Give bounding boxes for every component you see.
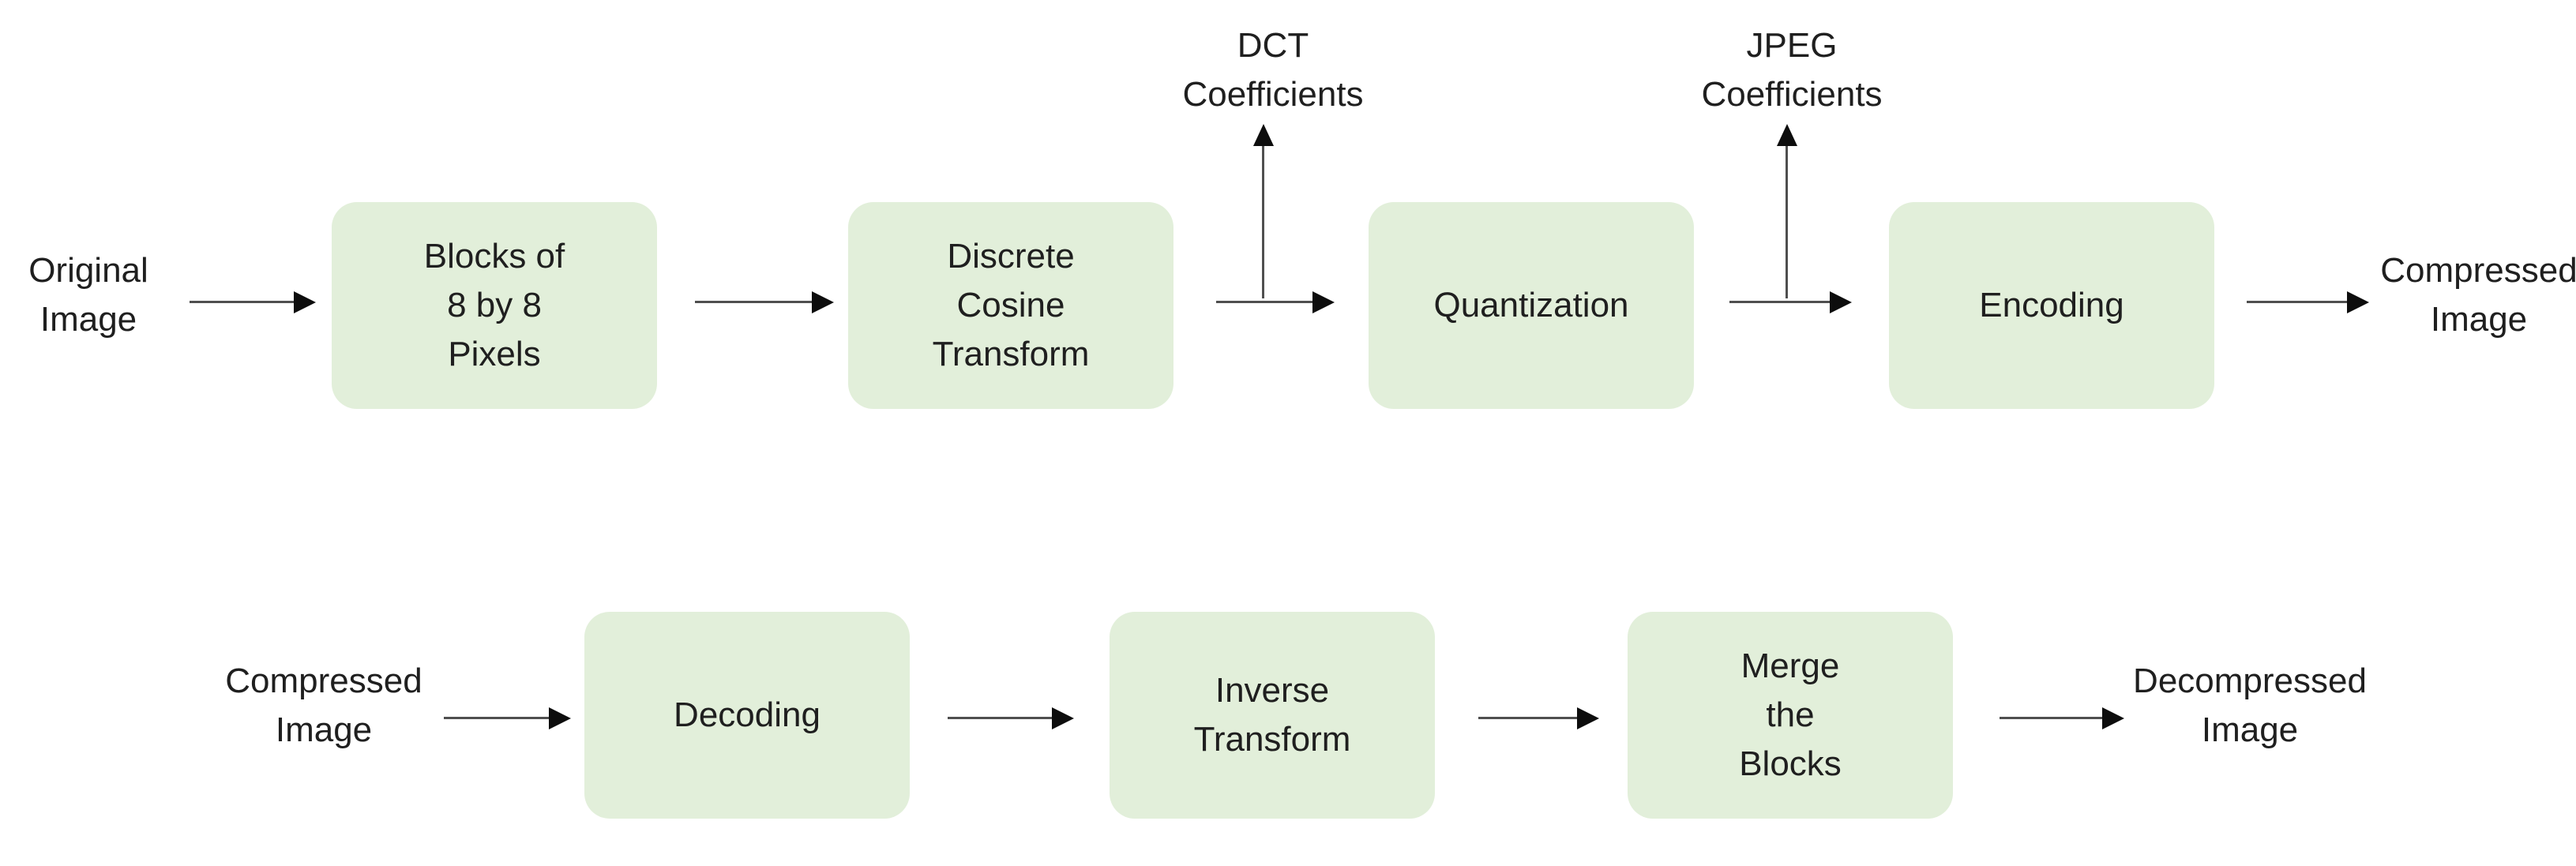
process-box-line: Decoding bbox=[674, 695, 820, 734]
annotation-dct-coefficients: DCT Coefficients bbox=[1139, 21, 1407, 119]
arrow-head-icon bbox=[1777, 124, 1797, 146]
process-box-line: Blocks bbox=[1739, 744, 1842, 783]
arrow-shaft bbox=[948, 717, 1055, 719]
arrow-head-icon bbox=[1253, 124, 1274, 146]
flow-label-original-image: Original Image bbox=[0, 246, 223, 344]
process-box-line: Blocks of bbox=[423, 237, 565, 276]
process-box-line: Cosine bbox=[956, 286, 1065, 324]
arrow-dct-to-quantization bbox=[1216, 291, 1335, 314]
arrow-shaft bbox=[1262, 143, 1264, 298]
process-box-quantization: Quantization bbox=[1369, 202, 1694, 409]
flow-label-line: Compressed bbox=[225, 662, 422, 700]
arrow-up-dct-coefficients bbox=[1253, 124, 1274, 298]
arrow-merge-to-decompressed bbox=[2000, 707, 2124, 730]
process-box-encoding: Encoding bbox=[1889, 202, 2214, 409]
arrow-shaft bbox=[695, 301, 815, 303]
process-box-inverse-transform: Inverse Transform bbox=[1110, 612, 1435, 819]
arrow-shaft bbox=[1729, 301, 1833, 303]
arrow-shaft bbox=[2000, 717, 2105, 719]
flow-label-decompressed-image: Decompressed Image bbox=[2116, 657, 2384, 755]
annotation-jpeg-coefficients: JPEG Coefficients bbox=[1658, 21, 1926, 119]
arrow-head-icon bbox=[1312, 291, 1335, 313]
arrow-up-jpeg-coefficients bbox=[1777, 124, 1797, 298]
process-box-line: Quantization bbox=[1433, 286, 1629, 324]
arrow-inverse-to-merge bbox=[1478, 707, 1599, 730]
arrow-blocks-to-dct bbox=[695, 291, 834, 314]
arrow-encoding-to-compressed bbox=[2247, 291, 2369, 314]
annotation-line: Coefficients bbox=[1182, 75, 1364, 114]
flow-label-line: Image bbox=[39, 300, 137, 339]
process-box-line: Encoding bbox=[1979, 286, 2124, 324]
arrow-head-icon bbox=[1830, 291, 1852, 313]
flow-label-line: Image bbox=[2430, 300, 2528, 339]
process-box-line: 8 by 8 bbox=[447, 286, 542, 324]
annotation-line: Coefficients bbox=[1701, 75, 1883, 114]
flow-label-line: Original bbox=[28, 251, 148, 290]
arrow-shaft bbox=[1786, 143, 1788, 298]
process-box-merge-blocks: Merge the Blocks bbox=[1628, 612, 1953, 819]
process-box-line: Transform bbox=[932, 335, 1090, 373]
arrow-shaft bbox=[1216, 301, 1316, 303]
arrow-head-icon bbox=[1577, 707, 1599, 729]
arrow-compressed-to-decoding bbox=[444, 707, 571, 730]
arrow-decoding-to-inverse bbox=[948, 707, 1074, 730]
flow-label-line: Compressed bbox=[2380, 251, 2576, 290]
arrow-head-icon bbox=[1052, 707, 1074, 729]
arrow-shaft bbox=[1478, 717, 1580, 719]
arrow-shaft bbox=[444, 717, 552, 719]
arrow-head-icon bbox=[2347, 291, 2369, 313]
arrow-head-icon bbox=[294, 291, 316, 313]
flow-label-line: Image bbox=[275, 710, 373, 749]
arrow-original-to-blocks bbox=[190, 291, 316, 314]
arrow-head-icon bbox=[812, 291, 834, 313]
flow-label-line: Image bbox=[2201, 710, 2299, 749]
annotation-line: JPEG bbox=[1746, 26, 1838, 65]
process-box-line: the bbox=[1766, 695, 1815, 734]
arrow-head-icon bbox=[549, 707, 571, 729]
arrow-quantization-to-encoding bbox=[1729, 291, 1852, 314]
flow-label-compressed-image-bottom: Compressed Image bbox=[190, 657, 458, 755]
arrow-head-icon bbox=[2102, 707, 2124, 729]
arrow-shaft bbox=[190, 301, 297, 303]
process-box-line: Merge bbox=[1740, 647, 1840, 685]
arrow-shaft bbox=[2247, 301, 2350, 303]
process-box-blocks: Blocks of 8 by 8 Pixels bbox=[332, 202, 657, 409]
process-box-line: Inverse bbox=[1215, 671, 1330, 710]
process-box-dct: Discrete Cosine Transform bbox=[848, 202, 1173, 409]
flow-label-compressed-image-top: Compressed Image bbox=[2345, 246, 2576, 344]
process-box-line: Discrete bbox=[947, 237, 1075, 276]
process-box-decoding: Decoding bbox=[584, 612, 910, 819]
annotation-line: DCT bbox=[1237, 26, 1309, 65]
process-box-line: Pixels bbox=[448, 335, 541, 373]
flow-label-line: Decompressed bbox=[2133, 662, 2367, 700]
process-box-line: Transform bbox=[1193, 720, 1351, 759]
